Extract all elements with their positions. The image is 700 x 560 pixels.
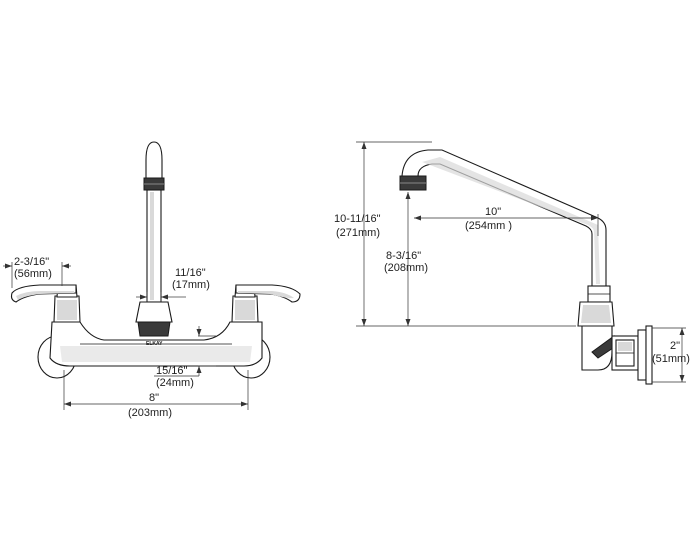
dim-body-height-imperial: 15/16" <box>156 365 188 377</box>
dim-flange-width-imperial: 2" <box>670 340 680 352</box>
dim-flange-width: 2" (51mm) <box>652 327 690 383</box>
dim-handle-reach: 2-3/16" (56mm) <box>3 256 71 288</box>
dim-spout-diameter-metric: (17mm) <box>172 279 210 291</box>
front-view: ELKAY 2-3/16" (56mm) 11/16" (17mm) <box>3 141 301 419</box>
dim-outlet-height-metric: (208mm) <box>384 262 428 274</box>
dim-flange-width-metric: (51mm) <box>652 353 690 365</box>
dim-overall-height-metric: (271mm) <box>336 227 380 239</box>
dim-outlet-height-imperial: 8-3/16" <box>386 250 421 262</box>
supply-nut <box>611 335 639 371</box>
spout-swivel-body <box>577 285 617 371</box>
faucet-body <box>49 321 263 367</box>
dim-overall-height: 10-11/16" (271mm) <box>334 141 576 327</box>
dim-body-height-metric: (24mm) <box>156 377 194 389</box>
side-view: 10-11/16" (271mm) 8-3/16" (208mm) 10" (2… <box>334 141 690 385</box>
brand-mark: ELKAY <box>146 341 163 347</box>
gooseneck-spout <box>135 141 173 337</box>
dim-spout-reach-imperial: 10" <box>485 206 501 218</box>
dim-centers-imperial: 8" <box>149 392 159 404</box>
dim-handle-reach-metric: (56mm) <box>14 268 52 280</box>
dim-centers: 8" (203mm) <box>63 370 249 419</box>
dim-spout-reach-metric: (254mm ) <box>465 220 512 232</box>
dim-body-height: 15/16" (24mm) <box>154 326 216 389</box>
dim-spout-reach: 10" (254mm ) <box>414 206 599 236</box>
left-lever-handle <box>10 284 77 303</box>
dim-spout-diameter-imperial: 11/16" <box>175 267 206 279</box>
dim-centers-metric: (203mm) <box>128 407 172 419</box>
dim-outlet-height: 8-3/16" (208mm) <box>384 192 428 326</box>
dim-handle-reach-imperial: 2-3/16" <box>14 256 49 268</box>
dim-spout-diameter: 11/16" (17mm) <box>136 267 210 302</box>
wall-flange <box>637 325 653 385</box>
right-lever-handle <box>235 284 301 303</box>
dim-overall-height-imperial: 10-11/16" <box>334 213 381 225</box>
